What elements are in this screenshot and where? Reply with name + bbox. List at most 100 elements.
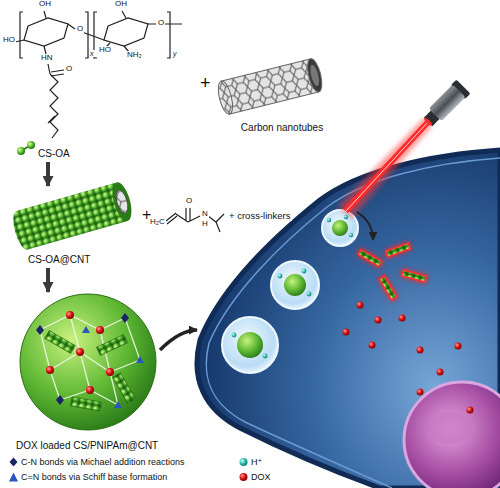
endosome [263, 354, 268, 359]
released-nanotubes [386, 243, 411, 257]
nucleus [428, 412, 472, 444]
dox-molecule [455, 343, 462, 350]
nanocarrier-figure: DOX loaded CS/PNIPAm@CNT [8, 292, 174, 452]
laser-device [420, 79, 471, 130]
legend-symbol [9, 473, 18, 482]
laser-device [424, 111, 440, 127]
atom-label: OH [38, 0, 52, 8]
chemical-structure [24, 18, 68, 46]
reaction-arrow [46, 162, 50, 186]
molecule-figure: CS-OA [8, 2, 198, 160]
nucleus [404, 382, 500, 488]
dox-molecule [343, 329, 350, 336]
drug-nanocarrier [46, 366, 54, 374]
released-nanotubes [357, 242, 428, 301]
dox-molecule [399, 315, 406, 322]
coated-nanotube [10, 180, 135, 251]
released-nanotubes [402, 270, 427, 282]
carbon-nanotube [215, 57, 324, 115]
released-nanotubes [400, 269, 427, 283]
carbon-nanotube [309, 64, 321, 87]
oleic-acid-icon [17, 147, 25, 155]
atom-label: N [201, 210, 209, 218]
process-arrow [160, 212, 373, 350]
endosome [307, 292, 312, 297]
legend-text: DOX [251, 471, 271, 483]
drug-nanocarrier [45, 331, 75, 354]
drug-nanocarrier [86, 386, 94, 394]
endosome [232, 333, 237, 338]
drug-nanocarrier [76, 348, 84, 356]
oleic-acid-icon [17, 141, 35, 155]
chemical-structure [20, 12, 170, 58]
legend-symbol [240, 458, 248, 466]
atom-label: OH [114, 0, 128, 8]
legend-text: C=N bonds via Schiff base formation [21, 471, 167, 483]
chemical-structure [48, 116, 55, 123]
atom-label: O [185, 197, 193, 205]
drug-nanocarrier [96, 326, 104, 334]
drug-nanocarrier [40, 315, 140, 405]
atom-label: O [65, 65, 73, 73]
endosome [271, 261, 319, 309]
figure-caption: DOX loaded CS/PNIPAm@CNT [16, 440, 158, 452]
legend-symbol [240, 473, 248, 481]
dox-molecule [467, 407, 474, 414]
drug-nanocarrier [106, 368, 114, 376]
drug-nanocarrier [20, 294, 156, 430]
laser-device [423, 117, 433, 127]
atom-label: HO [2, 36, 16, 44]
dox-molecule [357, 302, 364, 309]
acrylamide-structure [166, 208, 224, 232]
dox-molecule [437, 369, 444, 376]
dox-molecule [343, 302, 474, 414]
legend-symbol [238, 456, 249, 468]
carbon-nanotube [305, 57, 325, 93]
atom-label: NH₂ [126, 51, 143, 59]
plus-sign: + [199, 74, 212, 92]
endosome [222, 317, 278, 373]
process-arrow [357, 212, 373, 240]
endosome [284, 274, 306, 296]
legend-symbol [8, 456, 19, 468]
endosome [302, 269, 307, 274]
atom-label: y [172, 50, 178, 57]
process-arrow [160, 330, 197, 350]
endosome [278, 274, 283, 279]
carbon-nanotube [221, 59, 318, 114]
chemical-structure [15, 11, 182, 76]
coated-nanotube [109, 180, 135, 223]
atom-label: HN [40, 54, 54, 62]
coated-nanotube-figure: CS-OA@CNT [14, 186, 138, 266]
drug-nanocarrier [70, 397, 101, 411]
chemical-structure [50, 74, 58, 138]
reagent-label: + cross-linkers [228, 211, 292, 221]
chemical-structure [15, 11, 182, 138]
drug-nanocarrier [36, 313, 129, 405]
endosome [349, 233, 353, 237]
chemical-structure [104, 18, 148, 46]
released-nanotubes [357, 248, 384, 268]
drug-nanocarrier [97, 335, 128, 356]
released-nanotubes [378, 275, 398, 302]
laser-beam [338, 118, 432, 218]
atom-label: H [201, 220, 209, 228]
atom-label: O [157, 19, 165, 27]
coated-nanotube [114, 189, 130, 215]
dox-molecule [417, 389, 424, 396]
released-nanotubes [384, 242, 411, 258]
laser-beam [346, 122, 428, 211]
released-nanotubes [357, 242, 428, 301]
atom-label: H₂C [149, 218, 166, 226]
endosome [222, 210, 358, 373]
legend-symbol [10, 458, 18, 467]
oleic-acid-icon [27, 141, 35, 149]
dox-molecule [375, 317, 382, 324]
legend-text: H⁺ [251, 456, 262, 468]
endosome [237, 332, 263, 358]
legend-symbol [8, 471, 19, 483]
figure-caption: CS-OA [38, 148, 70, 160]
laser-beam [343, 120, 430, 213]
atom-label: x [89, 50, 95, 57]
